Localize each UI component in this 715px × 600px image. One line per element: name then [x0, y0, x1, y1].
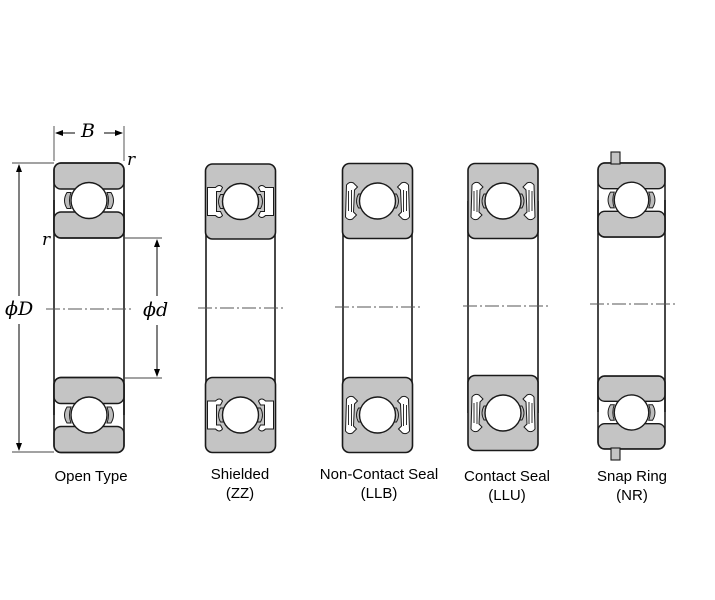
- caption-non-contact-seal-code: (LLB): [360, 485, 398, 502]
- caption-open-type-label: Open Type: [54, 468, 128, 485]
- caption-non-contact-seal-label: Non-Contact Seal: [319, 466, 439, 483]
- bearing-non-contact-seal: [335, 162, 420, 454]
- caption-shielded-code: (ZZ): [225, 485, 255, 502]
- dimension-outer-diameter-label: ϕD: [5, 298, 34, 320]
- caption-snap-ring-code: (NR): [616, 487, 648, 504]
- bearing-snap-ring: [590, 151, 678, 461]
- dimension-radius-side-label: r: [42, 230, 51, 250]
- caption-open-type: Open Type: [11, 467, 171, 486]
- bearing-shielded: [198, 163, 283, 454]
- caption-contact-seal: Contact Seal (LLU): [427, 467, 587, 505]
- caption-contact-seal-code: (LLU): [488, 487, 526, 504]
- caption-non-contact-seal: Non-Contact Seal (LLB): [294, 465, 464, 503]
- bearing-open-type: [12, 126, 162, 454]
- dimension-bore-diameter-label: ϕd: [143, 299, 169, 321]
- caption-shielded: Shielded (ZZ): [160, 465, 320, 503]
- caption-snap-ring: Snap Ring (NR): [552, 467, 712, 505]
- dimension-radius-top-label: r: [127, 150, 136, 170]
- dimension-width-label: B: [81, 120, 95, 142]
- bearing-contact-seal: [463, 162, 548, 452]
- caption-snap-ring-label: Snap Ring: [596, 468, 668, 485]
- caption-contact-seal-label: Contact Seal: [464, 468, 550, 485]
- caption-shielded-label: Shielded: [210, 466, 270, 483]
